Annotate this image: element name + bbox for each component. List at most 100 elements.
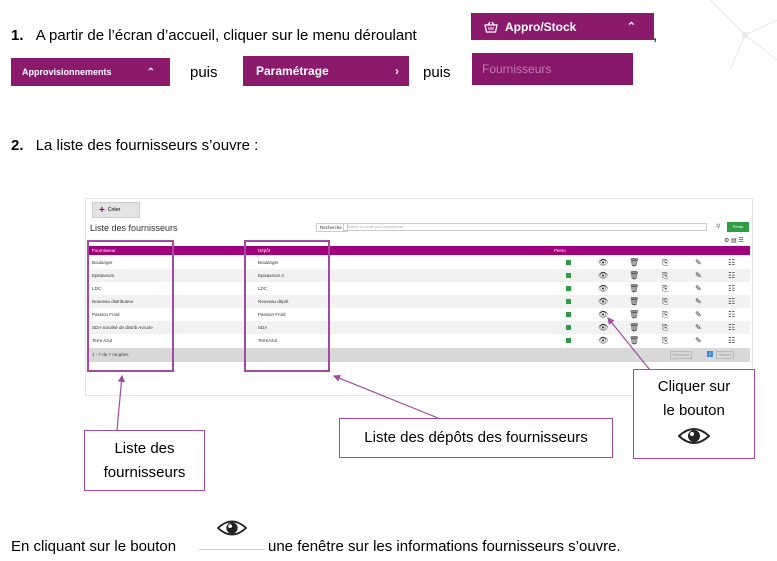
approvisionnements-menu-button[interactable]: Approvisionnements ⌃ bbox=[11, 58, 170, 86]
basket-icon bbox=[484, 21, 498, 33]
callout-line-1: Cliquer sur bbox=[657, 378, 731, 395]
cell-depot: SDA bbox=[258, 325, 268, 330]
edit-icon[interactable]: ✎ bbox=[695, 297, 702, 306]
edit-icon[interactable]: ✎ bbox=[695, 323, 702, 332]
bottom-text-after: une fenêtre sur les informations fournis… bbox=[268, 538, 621, 555]
pager-prev[interactable]: Précédent bbox=[670, 351, 692, 359]
details-icon[interactable]: ☷ bbox=[728, 271, 736, 280]
table-row[interactable]: Passion Froid Passion Froid bbox=[88, 308, 750, 321]
delete-trash-icon[interactable]: 🗑 bbox=[629, 310, 640, 319]
delete-trash-icon[interactable]: 🗑 bbox=[629, 297, 640, 306]
view-eye-icon[interactable]: 👁 bbox=[598, 297, 609, 306]
cell-fournisseur: Terre Azul bbox=[92, 338, 113, 343]
perso-indicator bbox=[566, 338, 571, 343]
cell-fournisseur: Passion Froid bbox=[92, 312, 120, 317]
col-perso: Perso bbox=[554, 248, 566, 253]
chevron-right-icon: › bbox=[395, 64, 399, 78]
delete-trash-icon[interactable]: 🗑 bbox=[629, 258, 640, 267]
puis-text-1: puis bbox=[190, 64, 218, 81]
cell-fournisseur: Nouveau distributeur bbox=[92, 299, 134, 304]
delete-trash-icon[interactable]: 🗑 bbox=[629, 336, 640, 345]
view-eye-icon[interactable]: 👁 bbox=[598, 284, 609, 293]
step1-comma: , bbox=[653, 27, 658, 44]
details-icon[interactable]: ☷ bbox=[728, 336, 736, 345]
copy-icon[interactable]: ⎘ bbox=[662, 284, 669, 293]
parametrage-menu-button[interactable]: Paramétrage › bbox=[243, 56, 409, 86]
table-row[interactable]: Nouveau distributeur Nouveau dépôt bbox=[88, 295, 750, 308]
chevron-up-icon: ⌃ bbox=[146, 66, 155, 78]
eye-icon bbox=[217, 520, 247, 536]
create-label: Créer bbox=[107, 207, 121, 213]
edit-icon[interactable]: ✎ bbox=[695, 336, 702, 345]
copy-icon[interactable]: ⎘ bbox=[662, 323, 669, 332]
step2-text: La liste des fournisseurs s’ouvre : bbox=[35, 137, 259, 154]
table-row[interactable]: SDA-Société de distrib Avicole SDA bbox=[88, 321, 750, 334]
view-eye-icon[interactable]: 👁 bbox=[598, 310, 609, 319]
delete-trash-icon[interactable]: 🗑 bbox=[629, 323, 640, 332]
copy-icon[interactable]: ⎘ bbox=[662, 336, 669, 345]
edit-icon[interactable]: ✎ bbox=[695, 310, 702, 319]
pager-page[interactable]: 1 bbox=[707, 351, 713, 357]
copy-icon[interactable]: ⎘ bbox=[662, 297, 669, 306]
details-icon[interactable]: ☷ bbox=[728, 258, 736, 267]
table-row[interactable]: Episaveurs Episaveurs A bbox=[88, 269, 750, 282]
search-icon[interactable]: ⚲ bbox=[716, 224, 721, 230]
view-eye-icon[interactable]: 👁 bbox=[598, 336, 609, 345]
table-row[interactable]: LDC LDC bbox=[88, 282, 750, 295]
delete-trash-icon[interactable]: 🗑 bbox=[629, 284, 640, 293]
table-row[interactable]: Terre Azul TerreAzul bbox=[88, 334, 750, 347]
copy-icon[interactable]: ⎘ bbox=[662, 310, 669, 319]
copy-icon[interactable]: ⎘ bbox=[662, 271, 669, 280]
table-row[interactable]: Boulanger Boulanger bbox=[88, 256, 750, 269]
toolbar-icons[interactable]: ⚙ ▤ ☰ bbox=[724, 238, 744, 244]
fournisseurs-menu-item[interactable]: Fournisseurs bbox=[472, 53, 633, 85]
create-button[interactable]: + Créer bbox=[92, 202, 140, 218]
approvisionnements-label: Approvisionnements bbox=[22, 67, 112, 77]
details-icon[interactable]: ☷ bbox=[728, 323, 736, 332]
step1-text: A partir de l’écran d’accueil, cliquer s… bbox=[35, 27, 417, 44]
delete-trash-icon[interactable]: 🗑 bbox=[629, 271, 640, 280]
view-eye-icon[interactable]: 👁 bbox=[598, 271, 609, 280]
perso-indicator bbox=[566, 273, 571, 278]
eye-icon bbox=[677, 428, 711, 444]
col-fournisseur: Fournisseur bbox=[92, 248, 116, 253]
perso-indicator bbox=[566, 312, 571, 317]
search-button[interactable]: Remp bbox=[727, 222, 749, 232]
highlight-fournisseur-column bbox=[87, 240, 174, 372]
edit-icon[interactable]: ✎ bbox=[695, 284, 702, 293]
details-icon[interactable]: ☷ bbox=[728, 297, 736, 306]
edit-icon[interactable]: ✎ bbox=[695, 258, 702, 267]
view-eye-icon[interactable]: 👁 bbox=[598, 323, 609, 332]
cell-depot: TerreAzul bbox=[258, 338, 278, 343]
cell-depot: Nouveau dépôt bbox=[258, 299, 289, 304]
edit-icon[interactable]: ✎ bbox=[695, 271, 702, 280]
step2-line: 2. La liste des fournisseurs s’ouvre : bbox=[11, 137, 258, 154]
parametrage-label: Paramétrage bbox=[256, 64, 329, 78]
appro-stock-menu-button[interactable]: Appro/Stock ⌃ bbox=[471, 13, 654, 40]
perso-indicator bbox=[566, 286, 571, 291]
callout-liste-depots: Liste des dépôts des fournisseurs bbox=[339, 418, 613, 458]
copy-icon[interactable]: ⎘ bbox=[662, 258, 669, 267]
details-icon[interactable]: ☷ bbox=[728, 284, 736, 293]
table-header: Fournisseur Dépôt Perso bbox=[88, 246, 750, 255]
cell-depot: LDC bbox=[258, 286, 268, 291]
cell-fournisseur: SDA-Société de distrib Avicole bbox=[92, 325, 153, 330]
perso-indicator bbox=[566, 325, 571, 330]
appro-stock-label: Appro/Stock bbox=[505, 19, 577, 34]
perso-indicator bbox=[566, 260, 571, 265]
eye-button[interactable] bbox=[199, 518, 265, 550]
pager-next[interactable]: Suivant bbox=[716, 351, 734, 359]
details-icon[interactable]: ☷ bbox=[728, 310, 736, 319]
callout-line-1: Liste des bbox=[114, 440, 175, 457]
cell-fournisseur: LDC bbox=[92, 286, 102, 291]
callout-line-2: le bouton bbox=[663, 402, 725, 419]
cell-fournisseur: Boulanger bbox=[92, 260, 113, 265]
step1-line: 1. A partir de l’écran d’accueil, clique… bbox=[11, 27, 417, 44]
view-eye-icon[interactable]: 👁 bbox=[598, 258, 609, 267]
search-input[interactable]: Entrez un texte pour rechercher bbox=[343, 223, 707, 231]
step1-number: 1. bbox=[11, 27, 24, 44]
row-count: 1 - 7 de 7 rangées bbox=[92, 352, 129, 357]
highlight-depot-column bbox=[244, 240, 330, 372]
callout-cliquer-bouton: Cliquer sur le bouton bbox=[633, 369, 755, 459]
